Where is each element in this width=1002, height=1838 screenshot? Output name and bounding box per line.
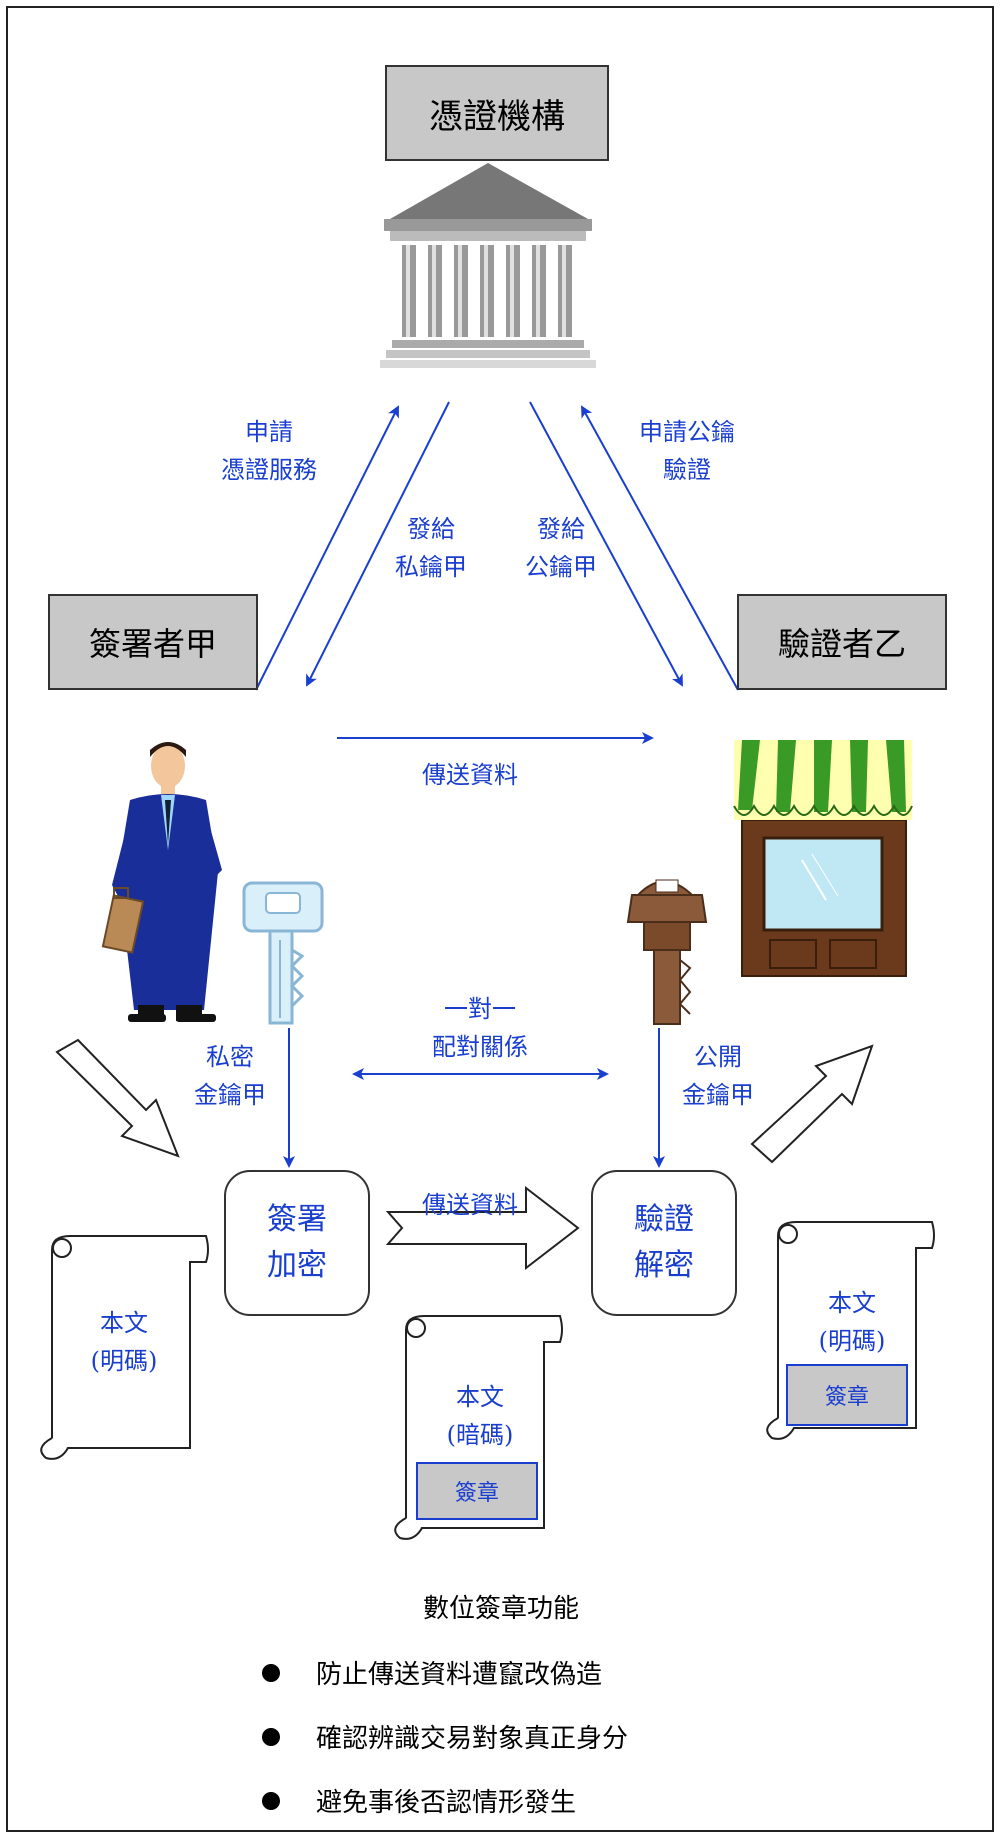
- scroll-middle-line1: 本文: [456, 1383, 504, 1411]
- function-item-text: 避免事後否認情形發生: [316, 1788, 577, 1818]
- label-public-key: 公開 金鑰甲: [668, 1038, 768, 1114]
- businessman-icon: [101, 742, 222, 1022]
- scroll-right-text: 本文 (明碼): [792, 1284, 912, 1360]
- label-apply-cert-line2: 憑證服務: [221, 456, 317, 484]
- sign-encrypt-line1: 簽署: [267, 1202, 327, 1237]
- scroll-right-line2: (明碼): [818, 1327, 886, 1355]
- label-request-verify-line1: 申請公鑰: [639, 418, 735, 446]
- label-issue-private-line1: 發給: [407, 515, 455, 543]
- bullet-icon: [262, 1663, 280, 1682]
- sign-encrypt-line2: 加密: [267, 1248, 327, 1283]
- verify-decrypt-line2: 解密: [634, 1248, 694, 1283]
- label-issue-private-line2: 私鑰甲: [395, 553, 467, 581]
- label-pairing: 一對一 配對關係: [400, 990, 560, 1066]
- storefront-icon: [733, 740, 913, 977]
- scroll-left-text: 本文 (明碼): [64, 1304, 184, 1380]
- signature-box-right: 簽章: [786, 1364, 908, 1426]
- verify-decrypt-box: 驗證 解密: [591, 1170, 737, 1316]
- hollow-arrow-in: [55, 1038, 180, 1158]
- hollow-arrow-send: [385, 1185, 580, 1271]
- certificate-authority-box: 憑證機構: [385, 65, 609, 161]
- diagram-frame: [6, 6, 994, 1832]
- arrow-issue-public: [529, 401, 683, 687]
- label-request-verify-line2: 驗證: [663, 456, 711, 484]
- function-item: 防止傳送資料遭竄改偽造: [262, 1654, 602, 1691]
- bullet-icon: [262, 1791, 280, 1810]
- certificate-authority-title: 憑證機構: [429, 96, 565, 137]
- label-private-key-line1: 私密: [206, 1043, 254, 1071]
- verifier-box: 驗證者乙: [737, 594, 947, 690]
- label-public-key-line2: 金鑰甲: [682, 1081, 754, 1109]
- scroll-middle-text: 本文 (暗碼): [420, 1378, 540, 1454]
- scroll-right-line1: 本文: [828, 1289, 876, 1317]
- label-send-data-top-text: 傳送資料: [422, 761, 518, 789]
- private-key-icon: [242, 881, 324, 1025]
- public-key-icon: [626, 879, 708, 1025]
- functions-title: 數位簽章功能: [422, 1594, 579, 1624]
- label-private-key-line2: 金鑰甲: [194, 1081, 266, 1109]
- label-apply-cert: 申請 憑證服務: [196, 413, 342, 489]
- label-send-data-top: 傳送資料: [400, 756, 540, 794]
- sign-encrypt-box: 簽署 加密: [224, 1170, 370, 1316]
- label-pairing-line1: 一對一: [444, 995, 516, 1023]
- label-issue-private: 發給 私鑰甲: [376, 510, 486, 586]
- signature-middle-text: 簽章: [454, 1481, 499, 1506]
- verify-decrypt-line1: 驗證: [634, 1202, 694, 1237]
- label-issue-public-line1: 發給: [537, 515, 585, 543]
- signature-box-middle: 簽章: [416, 1462, 538, 1520]
- function-item-text: 確認辨識交易對象真正身分: [316, 1724, 629, 1754]
- bank-icon: [380, 163, 596, 368]
- label-issue-public-line2: 公鑰甲: [525, 553, 597, 581]
- arrow-apply-cert: [255, 405, 399, 691]
- verifier-title: 驗證者乙: [777, 625, 906, 663]
- arrow-issue-private: [306, 401, 450, 687]
- scroll-left-line2: (明碼): [90, 1347, 158, 1375]
- function-item: 確認辨識交易對象真正身分: [262, 1718, 628, 1755]
- scroll-middle-line2: (暗碼): [446, 1421, 514, 1449]
- bullet-icon: [262, 1727, 280, 1746]
- signer-box: 簽署者甲: [48, 594, 258, 690]
- label-send-data-mid: 傳送資料: [400, 1186, 540, 1224]
- label-request-verify: 申請公鑰 驗證: [622, 413, 752, 489]
- label-issue-public: 發給 公鑰甲: [506, 510, 616, 586]
- label-private-key: 私密 金鑰甲: [180, 1038, 280, 1114]
- label-public-key-line1: 公開: [694, 1043, 742, 1071]
- function-item-text: 防止傳送資料遭竄改偽造: [316, 1660, 603, 1690]
- label-pairing-line2: 配對關係: [432, 1033, 528, 1061]
- label-apply-cert-line1: 申請: [245, 418, 293, 446]
- arrow-request-verify: [581, 405, 739, 691]
- scroll-left-line1: 本文: [100, 1309, 148, 1337]
- signer-title: 簽署者甲: [88, 625, 217, 663]
- label-send-data-mid-text: 傳送資料: [422, 1191, 518, 1219]
- signature-right-text: 簽章: [824, 1385, 869, 1410]
- scroll-left: [40, 1235, 209, 1460]
- hollow-arrow-out: [750, 1044, 874, 1164]
- function-item: 避免事後否認情形發生: [262, 1782, 576, 1819]
